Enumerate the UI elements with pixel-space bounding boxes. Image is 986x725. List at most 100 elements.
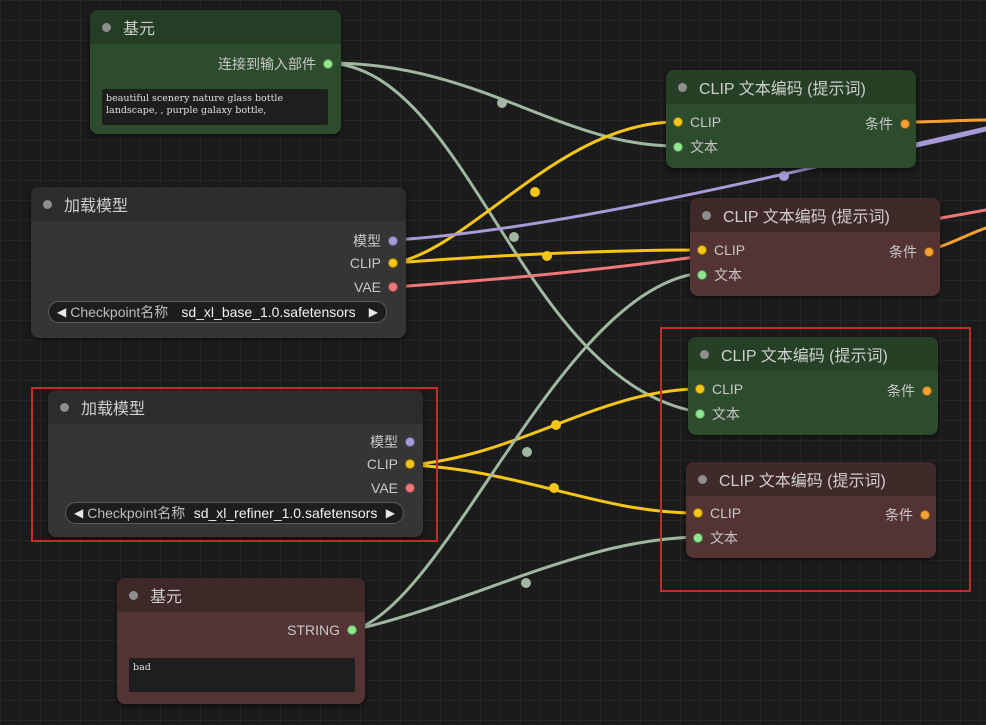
- collapse-dot-icon[interactable]: [102, 22, 111, 32]
- wire-midpoint-handle[interactable]: [551, 420, 561, 430]
- clip-text-encode-node-1[interactable]: CLIP 文本编码 (提示词) CLIP 文本 条件: [666, 70, 916, 168]
- clip-text-encode-node-3[interactable]: CLIP 文本编码 (提示词) CLIP 文本 条件: [688, 337, 938, 435]
- output-slot-connect-widget[interactable]: 连接到输入部件: [218, 54, 333, 74]
- collapse-dot-icon[interactable]: [700, 349, 709, 359]
- collapse-dot-icon[interactable]: [702, 210, 711, 220]
- wire-midpoint-handle[interactable]: [522, 447, 532, 457]
- wire-midpoint-handle[interactable]: [497, 98, 507, 108]
- output-slot-vae[interactable]: VAE: [371, 480, 415, 496]
- wire-primitive-top-to-clip1[interactable]: [327, 61, 678, 148]
- combo-left-arrow-icon[interactable]: ◀: [57, 305, 67, 319]
- input-slot-text[interactable]: 文本: [693, 528, 738, 548]
- wire-midpoint-handle[interactable]: [542, 251, 552, 261]
- prompt-textarea[interactable]: beautiful scenery nature glass bottle la…: [102, 89, 328, 125]
- wire-midpoint-handle[interactable]: [521, 578, 531, 588]
- input-slot-clip[interactable]: CLIP: [697, 242, 745, 258]
- string-output-dot-icon[interactable]: [347, 625, 357, 635]
- combo-right-arrow-icon[interactable]: ▶: [368, 305, 378, 319]
- model-output-dot-icon[interactable]: [388, 236, 398, 246]
- node-title: 加载模型: [81, 401, 146, 418]
- wire-refiner-clip-to-clip3[interactable]: [409, 387, 700, 467]
- node-header[interactable]: CLIP 文本编码 (提示词): [666, 70, 916, 104]
- output-slot-clip[interactable]: CLIP: [367, 456, 415, 472]
- clip-output-dot-icon[interactable]: [388, 258, 398, 268]
- conditioning-output-dot-icon[interactable]: [922, 386, 932, 396]
- wire-midpoint-handle[interactable]: [549, 483, 559, 493]
- output-slot-string[interactable]: STRING: [287, 622, 357, 638]
- wire-primitive-bottom-to-clip4[interactable]: [352, 535, 698, 632]
- clip-text-encode-node-2[interactable]: CLIP 文本编码 (提示词) CLIP 文本 条件: [690, 198, 940, 296]
- node-header[interactable]: CLIP 文本编码 (提示词): [686, 462, 936, 496]
- output-slot-conditioning[interactable]: 条件: [889, 242, 934, 262]
- primitive-node-negative[interactable]: 基元 STRING bad: [117, 578, 365, 704]
- wire-base-clip-to-clip1[interactable]: [392, 120, 678, 265]
- string-output-dot-icon[interactable]: [323, 59, 333, 69]
- checkpoint-loader-node-base[interactable]: 加载模型 模型 CLIP VAE ◀ Checkpoint名称 sd_xl_ba…: [31, 187, 406, 338]
- output-slot-model[interactable]: 模型: [370, 432, 415, 452]
- output-slot-conditioning[interactable]: 条件: [865, 114, 910, 134]
- wire-midpoint-handle[interactable]: [530, 187, 540, 197]
- checkpoint-combo[interactable]: ◀ Checkpoint名称 sd_xl_base_1.0.safetensor…: [48, 301, 387, 323]
- prompt-textarea[interactable]: bad: [129, 658, 355, 692]
- slot-label: 条件: [885, 507, 913, 523]
- wire-refiner-clip-to-clip4[interactable]: [409, 463, 698, 515]
- output-slot-model[interactable]: 模型: [353, 231, 398, 251]
- input-slot-text[interactable]: 文本: [673, 137, 718, 157]
- output-slot-vae[interactable]: VAE: [354, 279, 398, 295]
- clip-input-dot-icon[interactable]: [673, 117, 683, 127]
- slot-label: 条件: [887, 383, 915, 399]
- node-header[interactable]: CLIP 文本编码 (提示词): [688, 337, 938, 371]
- collapse-dot-icon[interactable]: [43, 199, 52, 209]
- clip-output-dot-icon[interactable]: [405, 459, 415, 469]
- node-header[interactable]: 加载模型: [31, 187, 406, 221]
- input-slot-clip[interactable]: CLIP: [693, 505, 741, 521]
- wire-clip1-cond-out[interactable]: [902, 118, 986, 124]
- output-slot-conditioning[interactable]: 条件: [885, 505, 930, 525]
- slot-label: 模型: [353, 233, 381, 249]
- conditioning-output-dot-icon[interactable]: [924, 247, 934, 257]
- node-header[interactable]: 基元: [117, 578, 365, 612]
- clip-input-dot-icon[interactable]: [695, 384, 705, 394]
- clip-input-dot-icon[interactable]: [693, 508, 703, 518]
- combo-left-arrow-icon[interactable]: ◀: [74, 506, 84, 520]
- wire-midpoint-handle[interactable]: [779, 171, 789, 181]
- checkpoint-loader-node-refiner[interactable]: 加载模型 模型 CLIP VAE ◀ Checkpoint名称 sd_xl_re…: [48, 390, 423, 537]
- slot-label: CLIP: [366, 456, 398, 472]
- combo-label: Checkpoint名称: [87, 505, 186, 521]
- primitive-node-positive[interactable]: 基元 连接到输入部件 beautiful scenery nature glas…: [90, 10, 341, 134]
- model-output-dot-icon[interactable]: [405, 437, 415, 447]
- input-slot-text[interactable]: 文本: [695, 404, 740, 424]
- conditioning-output-dot-icon[interactable]: [900, 119, 910, 129]
- collapse-dot-icon[interactable]: [60, 402, 69, 412]
- vae-output-dot-icon[interactable]: [405, 483, 415, 493]
- combo-right-arrow-icon[interactable]: ▶: [385, 506, 395, 520]
- conditioning-output-dot-icon[interactable]: [920, 510, 930, 520]
- checkpoint-combo[interactable]: ◀ Checkpoint名称 sd_xl_refiner_1.0.safeten…: [65, 502, 404, 524]
- wire-base-clip-to-clip2[interactable]: [392, 248, 702, 265]
- input-slot-text[interactable]: 文本: [697, 265, 742, 285]
- text-input-dot-icon[interactable]: [673, 142, 683, 152]
- collapse-dot-icon[interactable]: [129, 590, 138, 600]
- slot-label: 条件: [865, 116, 893, 132]
- node-title: CLIP 文本编码 (提示词): [699, 81, 866, 98]
- input-slot-clip[interactable]: CLIP: [673, 114, 721, 130]
- output-slot-conditioning[interactable]: 条件: [887, 381, 932, 401]
- node-header[interactable]: 加载模型: [48, 390, 423, 424]
- text-input-dot-icon[interactable]: [695, 409, 705, 419]
- vae-output-dot-icon[interactable]: [388, 282, 398, 292]
- combo-value: sd_xl_refiner_1.0.safetensors: [193, 505, 378, 521]
- wire-clip1-extra-out[interactable]: [914, 128, 986, 148]
- clip-input-dot-icon[interactable]: [697, 245, 707, 255]
- collapse-dot-icon[interactable]: [678, 82, 687, 92]
- text-input-dot-icon[interactable]: [693, 533, 703, 543]
- wire-midpoint-handle[interactable]: [509, 232, 519, 242]
- node-header[interactable]: CLIP 文本编码 (提示词): [690, 198, 940, 232]
- clip-text-encode-node-4[interactable]: CLIP 文本编码 (提示词) CLIP 文本 条件: [686, 462, 936, 558]
- output-slot-clip[interactable]: CLIP: [350, 255, 398, 271]
- slot-label: 条件: [889, 244, 917, 260]
- text-input-dot-icon[interactable]: [697, 270, 707, 280]
- input-slot-clip[interactable]: CLIP: [695, 381, 743, 397]
- collapse-dot-icon[interactable]: [698, 474, 707, 484]
- combo-label: Checkpoint名称: [70, 304, 169, 320]
- node-header[interactable]: 基元: [90, 10, 341, 44]
